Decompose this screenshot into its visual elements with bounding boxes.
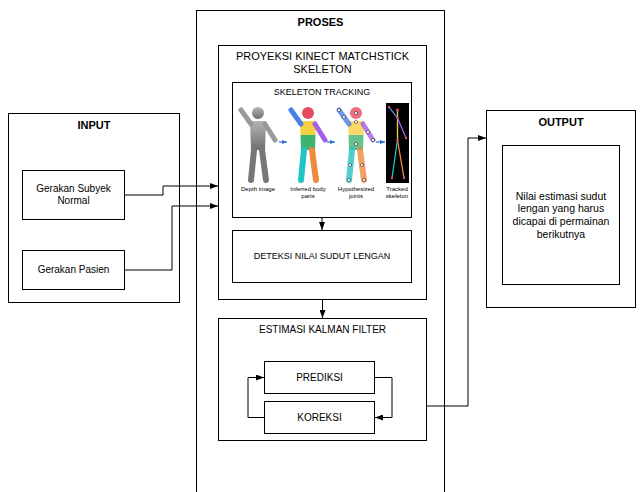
box-heading: OUTPUT xyxy=(538,116,583,129)
connector-arrow xyxy=(322,218,323,230)
output-panel: OUTPUT Nilai estimasi sudut lengan yang h… xyxy=(486,110,636,308)
connector-arrow xyxy=(125,206,218,270)
image-caption: Depth image xyxy=(241,186,275,193)
process-box: SKELETON TRACKING Depth image Inferred bod… xyxy=(232,82,412,218)
input-box: Gerakan Pasien xyxy=(22,250,125,290)
process-box: ESTIMASI KALMAN FILTER PREDIKSI KOREKSI xyxy=(218,318,427,441)
box-heading: ESTIMASI KALMAN FILTER xyxy=(259,324,386,336)
connector-arrow xyxy=(427,138,486,406)
process-box: PROYEKSI KINECT MATCHSTICK SKELETON SKELE… xyxy=(218,45,427,300)
output-box: Nilai estimasi sudut lengan yang harus d… xyxy=(502,145,620,285)
step-arrows xyxy=(279,141,385,142)
connector-arrow xyxy=(375,378,392,418)
image-caption: Tracked skeleton xyxy=(383,186,411,200)
box-label: PREDIKSI xyxy=(296,372,343,384)
process-box: KOREKSI xyxy=(264,401,375,434)
caption-holder: Depth image xyxy=(238,186,278,193)
box-heading: PROSES xyxy=(298,16,344,29)
connector-arrow xyxy=(248,378,264,418)
box-heading: PROYEKSI KINECT MATCHSTICK SKELETON xyxy=(223,50,422,76)
box-label: DETEKSI NILAI SUDUT LENGAN xyxy=(254,251,390,262)
process-panel: PROSES PROYEKSI KINECT MATCHSTICK SKELETO… xyxy=(196,10,445,492)
caption-holder: Tracked skeleton xyxy=(383,186,411,200)
input-box: Gerakan Subyek Normal xyxy=(22,170,125,220)
depth-figure xyxy=(241,107,275,180)
image-caption: Hypothesized joints xyxy=(336,186,376,200)
process-box: DETEKSI NILAI SUDUT LENGAN xyxy=(232,230,412,283)
box-label: Gerakan Subyek Normal xyxy=(29,183,118,207)
process-box: PREDIKSI xyxy=(264,361,375,394)
body-parts-figure xyxy=(291,107,325,180)
box-heading: INPUT xyxy=(78,119,111,132)
connector-arrow xyxy=(322,300,323,318)
tracked-skeleton xyxy=(386,103,409,183)
connector-arrow xyxy=(125,186,218,195)
joints-figure xyxy=(337,107,374,182)
box-label: Gerakan Pasien xyxy=(38,264,110,276)
box-label: Nilai estimasi sudut lengan yang harus d… xyxy=(511,190,611,240)
caption-holder: Inferred body parts xyxy=(289,186,327,200)
input-panel: INPUT Gerakan Subyek NormalGerakan Pasien xyxy=(8,113,180,303)
box-label: KOREKSI xyxy=(297,412,341,424)
image-caption: Inferred body parts xyxy=(289,186,327,200)
caption-holder: Hypothesized joints xyxy=(336,186,376,200)
box-heading: SKELETON TRACKING xyxy=(274,87,371,98)
